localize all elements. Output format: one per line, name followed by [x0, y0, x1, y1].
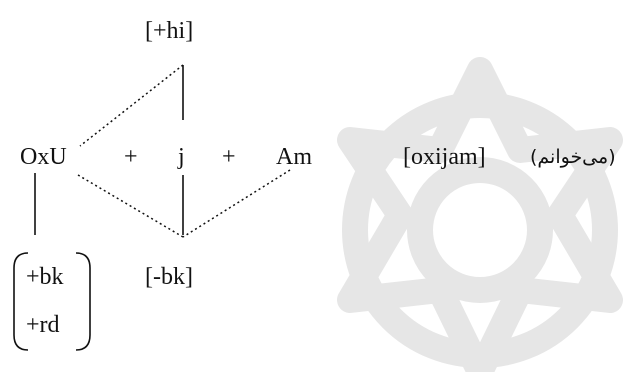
bottom-feature-label: [-bk] [145, 264, 193, 290]
dotted-line-hi-to-oxu [79, 64, 184, 147]
dotted-line-oxu-to-bk [77, 174, 184, 238]
surface-form: [oxijam] [403, 144, 486, 170]
morpheme-am: Am [276, 144, 312, 170]
plus-sign-1: + [124, 144, 138, 170]
matrix-feature-bk: +bk [26, 264, 64, 290]
matrix-right-bracket [75, 252, 91, 351]
morpheme-oxu: OxU [20, 144, 67, 170]
top-feature-label: [+hi] [145, 18, 194, 44]
dotted-line-am-to-bk [182, 169, 291, 238]
plus-sign-2: + [222, 144, 236, 170]
morpheme-j: j [178, 144, 185, 170]
matrix-feature-rd: +rd [26, 312, 60, 338]
persian-gloss: (می‌خوانم) [530, 146, 616, 168]
